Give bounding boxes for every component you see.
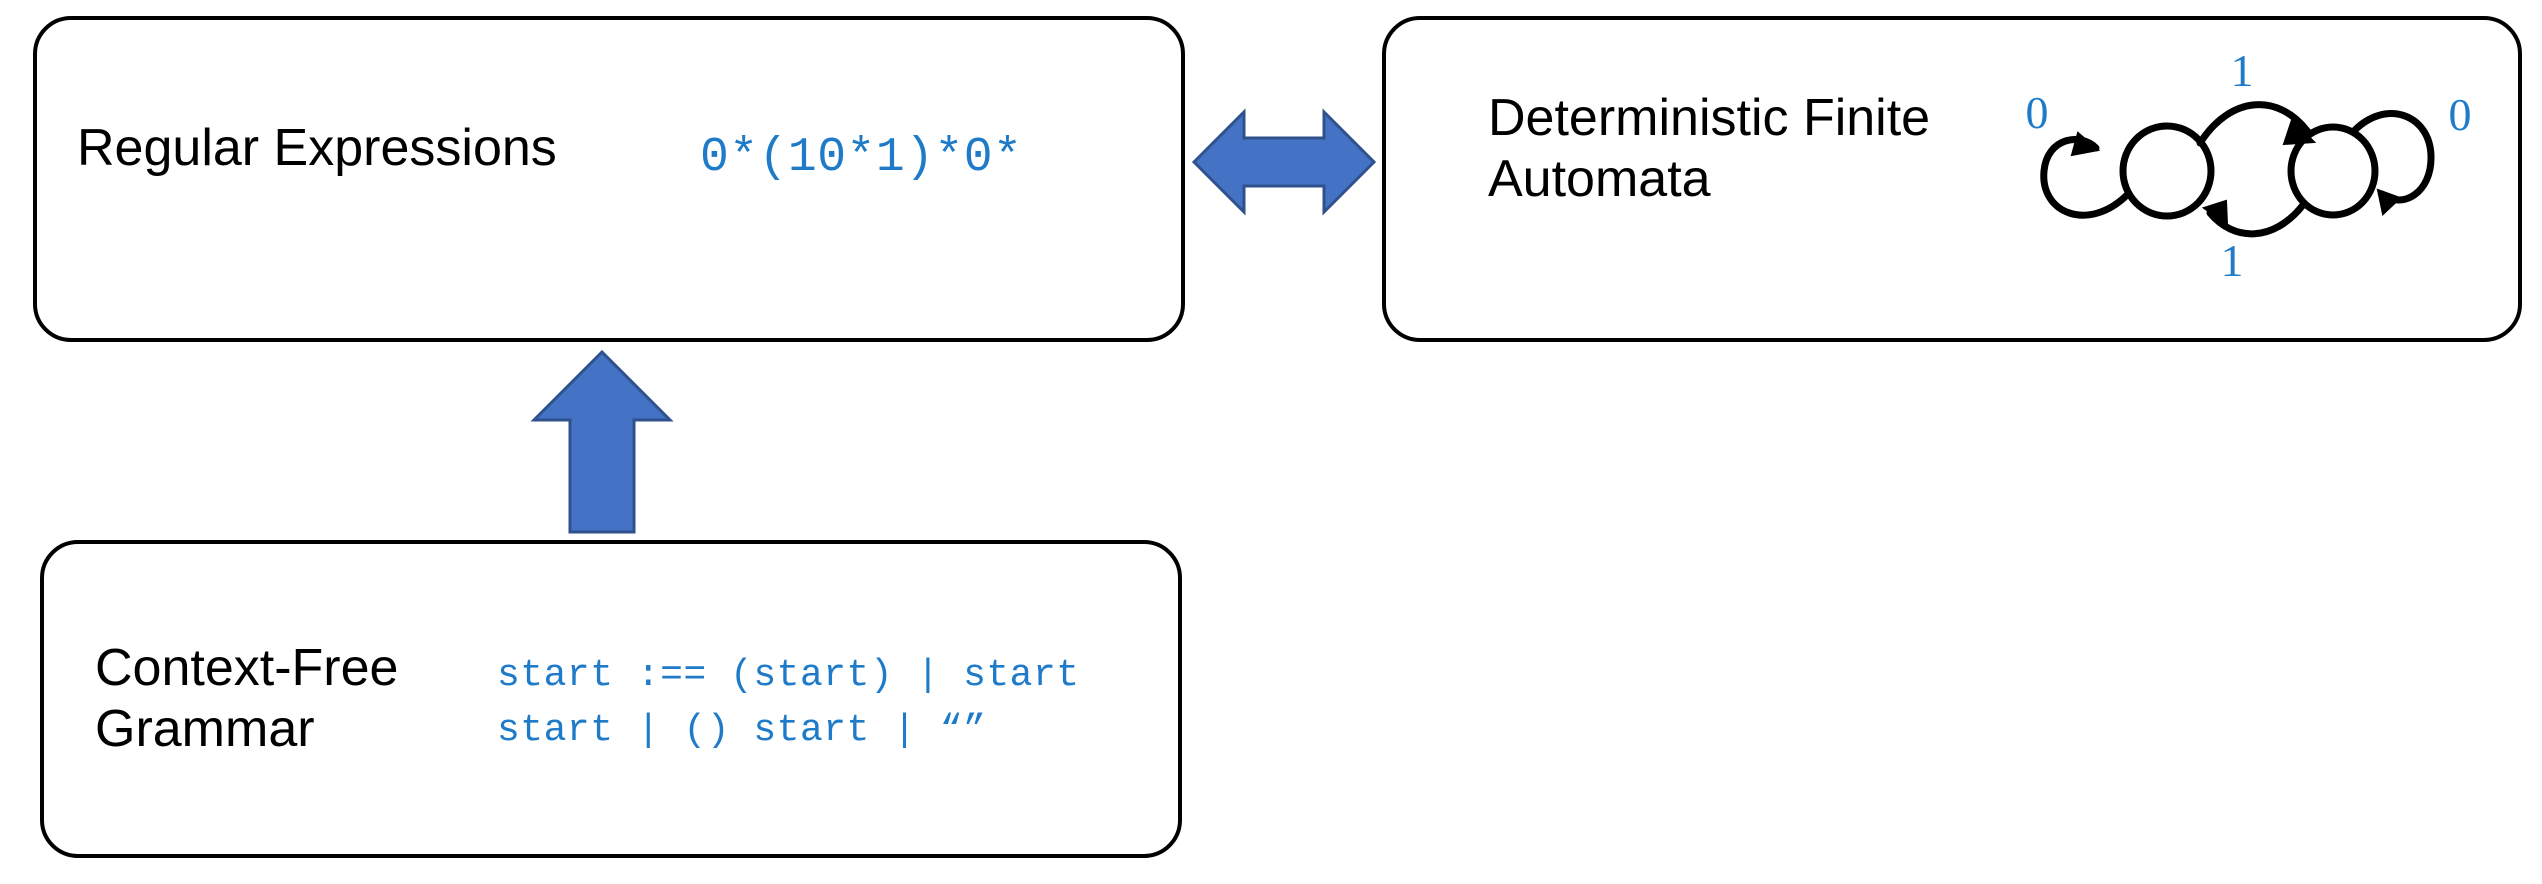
dfa-edge-q1-to-q0 <box>2206 201 2307 238</box>
dfa-state-machine-sketch: 0 1 1 0 <box>2026 45 2472 286</box>
dfa-state-q0-circle <box>2119 122 2215 220</box>
dfa-state-q1-circle <box>2287 123 2379 219</box>
up-arrow-shape <box>530 349 674 534</box>
deterministic-finite-automata-label: Deterministic Finite Automata <box>1488 89 1931 209</box>
dfa-self-loop-q1 <box>2349 110 2435 204</box>
concept-box-regular-expressions[interactable] <box>33 16 1185 342</box>
dfa-edge-q0-to-q1 <box>2196 101 2312 147</box>
regular-expression-code: 0*(10*1)*0* <box>700 131 1023 185</box>
concept-box-context-free-grammar[interactable] <box>40 540 1182 858</box>
dfa-self-loop-q1-arrowhead <box>2376 188 2402 216</box>
up-arrow-icon <box>530 349 674 534</box>
dfa-edge-q1-to-q0-arrowhead <box>2201 199 2229 226</box>
bidirectional-arrow-shape <box>1191 108 1377 216</box>
context-free-grammar-label: Context-Free Grammar <box>95 639 399 759</box>
dfa-label-left-loop: 0 <box>2026 87 2049 138</box>
dfa-label-bottom-edge: 1 <box>2221 235 2244 286</box>
context-free-grammar-code: start :== (start) | start start | () sta… <box>497 654 1080 753</box>
dfa-edge-q0-to-q1-arrowhead <box>2282 118 2317 146</box>
dfa-self-loop-q0 <box>2040 136 2131 219</box>
dfa-label-top-edge: 1 <box>2231 45 2254 96</box>
dfa-self-loop-q0-arrowhead <box>2070 131 2101 157</box>
dfa-label-right-loop: 0 <box>2449 89 2472 140</box>
bidirectional-arrow-icon <box>1191 108 1377 216</box>
concept-box-deterministic-finite-automata[interactable] <box>1382 16 2522 342</box>
regular-expressions-label: Regular Expressions <box>77 119 557 177</box>
